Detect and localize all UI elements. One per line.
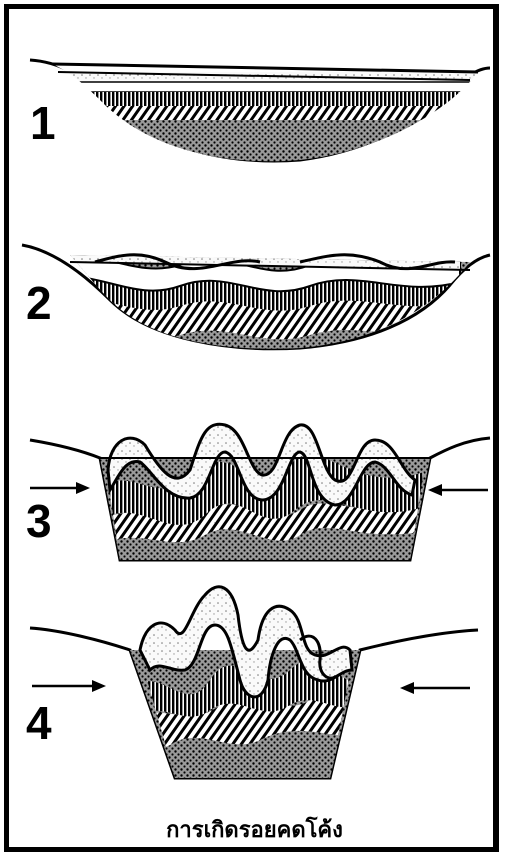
figure-caption: การเกิดรอยคดโค้ง bbox=[0, 812, 509, 847]
stage-4-arrow-left bbox=[32, 680, 106, 692]
stage-number-3: 3 bbox=[26, 498, 52, 544]
stage-number-4: 4 bbox=[26, 700, 52, 746]
stage-1-diagram bbox=[30, 60, 490, 170]
stage-3-arrow-right bbox=[428, 484, 488, 496]
stage-number-2: 2 bbox=[26, 280, 52, 326]
stage-3-arrow-left bbox=[30, 482, 90, 494]
stage-3-diagram bbox=[30, 424, 490, 560]
stage-number-1: 1 bbox=[30, 100, 56, 146]
stage-4-arrow-right bbox=[400, 682, 470, 694]
stage-2-diagram bbox=[22, 240, 500, 360]
